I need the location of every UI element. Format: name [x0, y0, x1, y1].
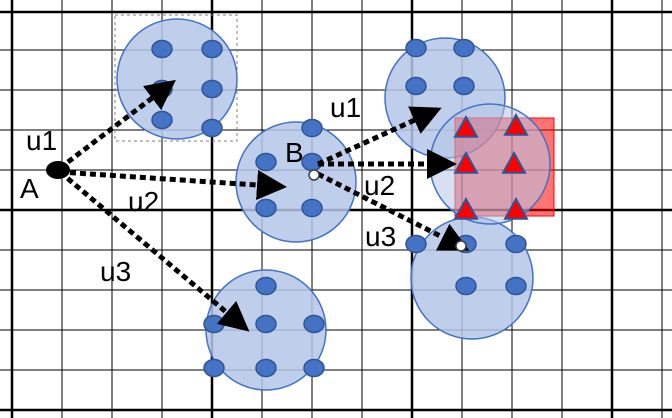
label-b-u2: u2: [364, 170, 395, 201]
node-circle: [255, 152, 277, 172]
target-triangle: [503, 196, 529, 220]
label-b-u3: u3: [365, 221, 396, 252]
label-a-u2: u2: [128, 186, 159, 217]
node-circle: [255, 276, 277, 296]
node-circle: [203, 358, 225, 378]
arrows-from-a: [58, 79, 287, 332]
label-a: A: [20, 173, 39, 204]
node-circle: [301, 118, 323, 138]
target-triangle: [503, 112, 529, 136]
nodes: [151, 38, 527, 378]
target-triangle: [453, 150, 479, 174]
node-circle: [505, 234, 527, 254]
selection-box: [114, 14, 238, 142]
target-triangle: [453, 114, 479, 138]
label-b: B: [285, 137, 304, 168]
node-circle: [151, 79, 173, 99]
node-circle: [201, 79, 223, 99]
node-circle: [201, 39, 223, 59]
node-circle: [303, 358, 325, 378]
node-circle: [453, 38, 475, 58]
arrow-a-u2: [59, 169, 287, 200]
node-circle: [255, 198, 277, 218]
label-a-u1: u1: [26, 125, 57, 156]
arrow-a-u1: [58, 79, 176, 170]
node-circle: [405, 38, 427, 58]
arrow-b-u1: [316, 106, 442, 167]
node-circle: [151, 110, 173, 130]
start-point-a: [46, 161, 70, 179]
cluster-target: [429, 103, 551, 225]
target-triangle: [501, 150, 527, 174]
node-circle: [303, 314, 325, 334]
label-a-u3: u3: [100, 256, 131, 287]
node-circle: [203, 314, 225, 334]
branch-point-b: [308, 169, 320, 181]
node-circle: [255, 358, 277, 378]
node-circle: [453, 76, 475, 96]
node-circle: [301, 198, 323, 218]
arrow-a-u3: [58, 170, 250, 332]
node-circle: [455, 276, 477, 296]
node-circle: [255, 314, 277, 334]
target-triangles: [453, 112, 529, 220]
arrow-b-u3: [316, 171, 470, 251]
branch-point-u3: [455, 240, 467, 252]
label-b-u1: u1: [330, 92, 361, 123]
arrows-from-b: [316, 106, 470, 251]
target-triangle: [453, 196, 479, 220]
node-circle: [505, 276, 527, 296]
node-circle: [151, 39, 173, 59]
node-circle: [405, 76, 427, 96]
node-circle: [201, 118, 223, 138]
node-circle: [405, 234, 427, 254]
